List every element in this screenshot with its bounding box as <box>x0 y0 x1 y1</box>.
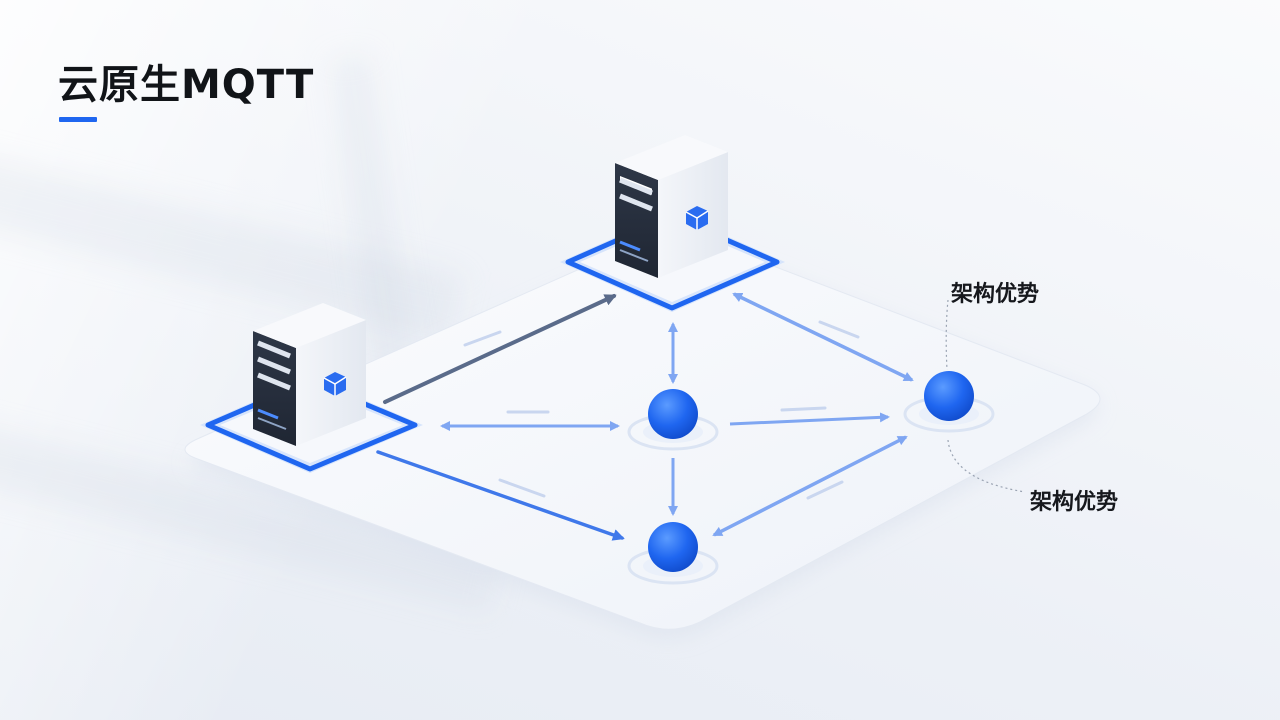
edges <box>376 292 914 541</box>
annotation-label-top: 架构优势 <box>951 282 1040 307</box>
edge-bottom-right <box>712 435 908 537</box>
edge-left-to-bottom <box>376 450 625 541</box>
edge-left-to-top <box>383 294 617 404</box>
title-underline <box>59 117 97 122</box>
edge-center-right <box>729 412 890 426</box>
node-bottom <box>627 522 719 585</box>
leader-line-bottom <box>947 439 1026 493</box>
node-right <box>903 371 995 433</box>
leader-line-top <box>945 299 949 371</box>
node-center <box>627 389 719 451</box>
annotation-label-bottom: 架构优势 <box>1030 490 1119 515</box>
server-top <box>560 135 785 312</box>
server-left <box>200 303 423 473</box>
page-title: 云原生MQTT <box>58 62 315 108</box>
edge-top-right <box>732 292 914 382</box>
